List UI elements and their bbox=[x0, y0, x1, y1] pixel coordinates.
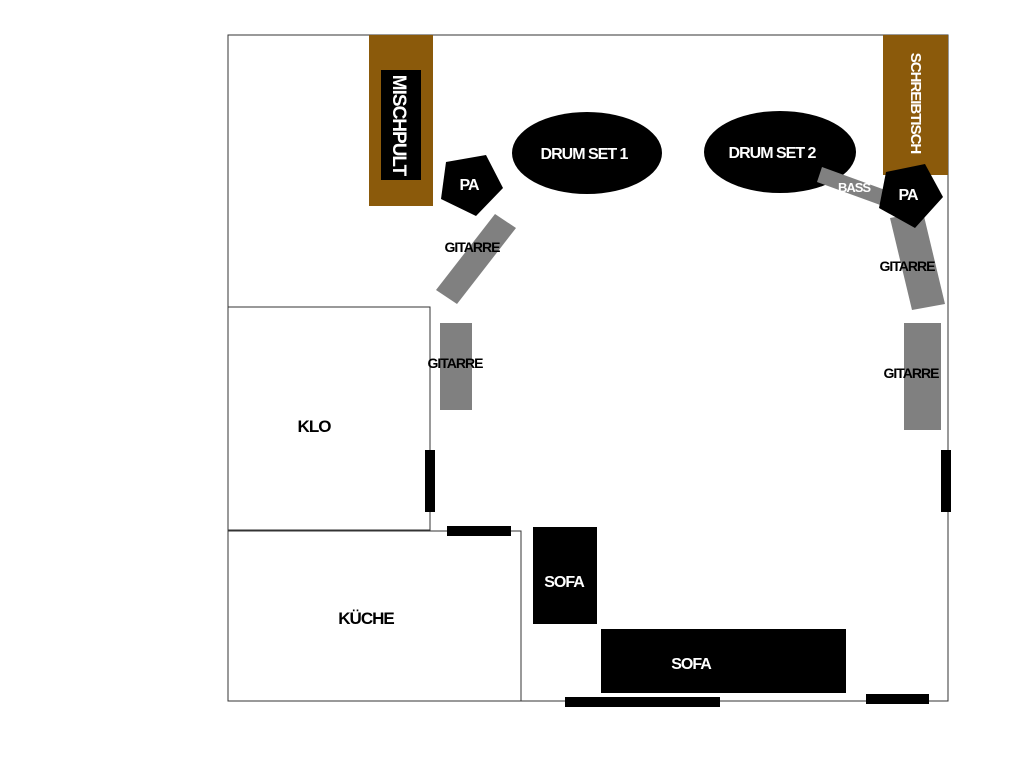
sofa-large-shape bbox=[601, 629, 846, 693]
gitarre-left-diagonal-label: GITARRE bbox=[445, 239, 501, 255]
bass: BASS bbox=[817, 167, 888, 206]
bass-shape bbox=[817, 167, 888, 206]
gitarre-left-diagonal-shape bbox=[436, 214, 516, 304]
drum-set-2: DRUM SET 2 bbox=[704, 111, 856, 193]
kueche-label: KÜCHE bbox=[338, 609, 394, 628]
gitarre-left-vertical: GITARRE bbox=[428, 323, 484, 410]
schreibtisch: SCHREIBTISCH bbox=[883, 35, 948, 175]
gitarre-right-diagonal: GITARRE bbox=[880, 212, 945, 310]
gitarre-right-vertical-label: GITARRE bbox=[884, 365, 940, 381]
gitarre-left-vertical-label: GITARRE bbox=[428, 355, 484, 371]
door-klo bbox=[425, 450, 435, 512]
mischpult-label: MISCHPULT bbox=[388, 75, 409, 177]
window-right bbox=[941, 450, 951, 512]
drum-set-1-shape bbox=[512, 112, 662, 194]
mischpult: MISCHPULT bbox=[369, 35, 433, 206]
gitarre-right-vertical: GITARRE bbox=[884, 323, 941, 430]
sofa-large-label: SOFA bbox=[671, 656, 712, 673]
drum-set-1: DRUM SET 1 bbox=[512, 112, 662, 194]
bass-label: BASS bbox=[838, 180, 871, 195]
sofa-small-shape bbox=[533, 527, 597, 624]
klo-label: KLO bbox=[298, 417, 332, 436]
kueche-wall bbox=[228, 530, 522, 701]
pa-left: PA bbox=[441, 155, 503, 216]
drum-set-2-shape bbox=[704, 111, 856, 193]
drum-set-1-label: DRUM SET 1 bbox=[541, 146, 629, 163]
door-markers bbox=[425, 450, 951, 707]
pa-left-shape bbox=[441, 155, 503, 216]
gitarre-left-diagonal: GITARRE bbox=[436, 214, 516, 304]
drum-set-2-label: DRUM SET 2 bbox=[729, 145, 817, 162]
window-bottom-middle bbox=[565, 697, 720, 707]
pa-right-label: PA bbox=[898, 187, 918, 204]
gitarre-right-diagonal-label: GITARRE bbox=[880, 258, 936, 274]
sofa-small: SOFA bbox=[533, 527, 597, 624]
schreibtisch-desk bbox=[883, 35, 948, 175]
gitarre-right-vertical-shape bbox=[904, 323, 941, 430]
pa-left-label: PA bbox=[459, 177, 479, 194]
gitarre-right-diagonal-shape bbox=[890, 212, 945, 310]
sofa-large: SOFA bbox=[601, 629, 846, 693]
mischpult-console bbox=[381, 70, 421, 180]
gitarre-left-vertical-shape bbox=[440, 323, 472, 410]
sofa-small-label: SOFA bbox=[544, 574, 585, 591]
klo-wall bbox=[228, 306, 431, 531]
pa-right-shape bbox=[879, 164, 943, 228]
pa-right: PA bbox=[879, 164, 943, 228]
window-bottom-right bbox=[866, 694, 929, 704]
door-kueche bbox=[447, 526, 511, 536]
schreibtisch-label: SCHREIBTISCH bbox=[907, 53, 924, 154]
